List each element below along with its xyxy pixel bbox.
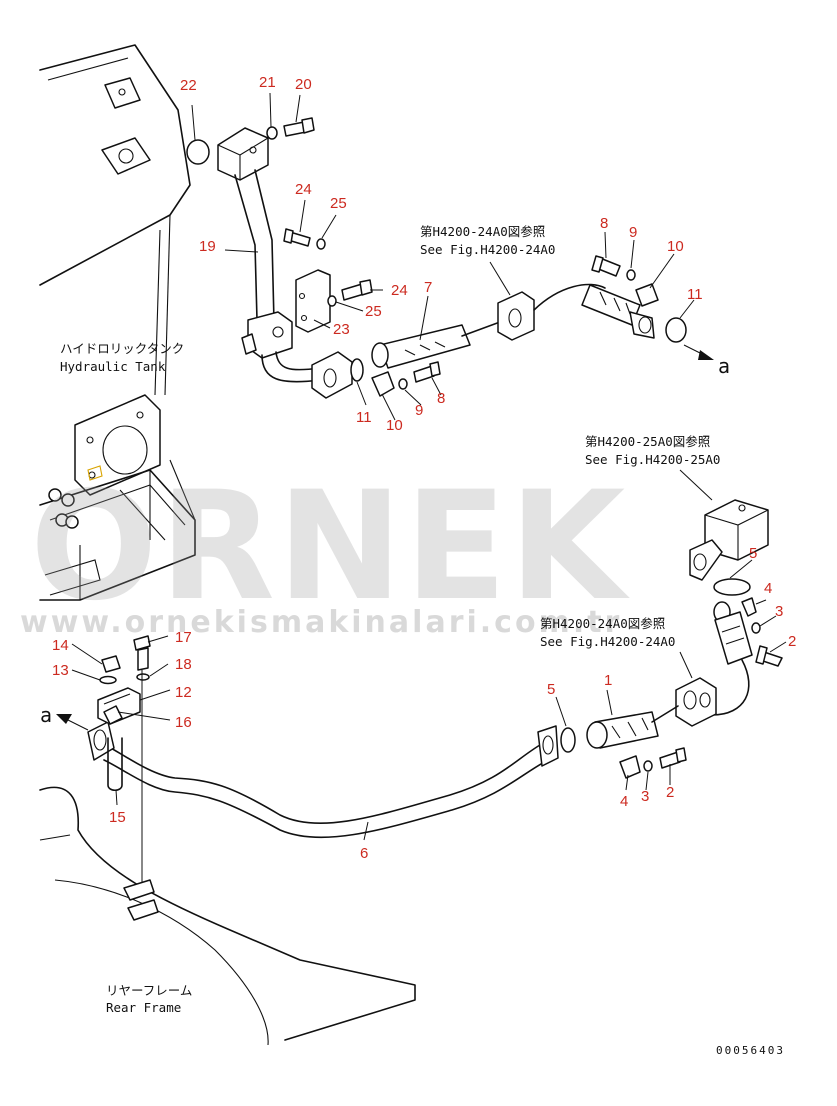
- ref-valve-block: [689, 499, 769, 581]
- washer-3-lower: [643, 760, 653, 772]
- half-clamp-4-lower: [619, 755, 641, 779]
- tube-6: [87, 721, 559, 839]
- bolt-24-lower: [341, 279, 373, 301]
- watermark-brand: ORNEK: [30, 460, 630, 634]
- part-number-25-upper: 25: [330, 195, 347, 212]
- part-number-11-lower: 11: [356, 409, 372, 426]
- hydraulic-tank: [39, 44, 196, 601]
- part-number-3-right: 3: [775, 603, 783, 620]
- hose-7: [371, 321, 501, 369]
- part-number-22: 22: [180, 77, 197, 94]
- tube-19-assembly: [217, 127, 353, 399]
- part-number-7: 7: [424, 279, 432, 296]
- part-number-8-lower: 8: [437, 390, 445, 407]
- ref-right-label-jp: 第H4200-25A0図参照: [585, 434, 710, 449]
- part-number-10-upper: 10: [667, 238, 684, 255]
- part-number-10-lower: 10: [386, 417, 403, 434]
- drawing-code: 00056403: [716, 1044, 785, 1057]
- ref-mid-label-jp: 第H4200-24A0図参照: [540, 616, 665, 631]
- part-number-15: 15: [109, 809, 126, 826]
- part-number-9-lower: 9: [415, 402, 423, 419]
- part-number-13: 13: [52, 662, 69, 679]
- bolt-2-lower: [659, 747, 687, 769]
- half-clamp-4-right: [741, 597, 757, 617]
- clamp-bracket-12: [97, 687, 141, 725]
- part-number-5-lower: 5: [547, 681, 555, 698]
- ref-clamp-upper: [497, 283, 606, 341]
- arrow-a-right: [683, 344, 714, 360]
- bolt-17: [133, 635, 151, 671]
- part-number-17: 17: [175, 629, 192, 646]
- ref-top-label-jp: 第H4200-24A0図参照: [420, 224, 545, 239]
- part-number-4-lower: 4: [620, 793, 628, 810]
- bolt-20: [283, 117, 315, 137]
- rear-frame-label-jp: リヤーフレーム: [106, 983, 192, 998]
- o-ring-5-lower: [560, 727, 576, 753]
- o-ring-11-upper: [665, 317, 687, 343]
- washer-25-lower: [327, 295, 337, 307]
- hose-right-vertical: [711, 601, 753, 716]
- ref-top-label-en: See Fig.H4200-24A0: [420, 242, 555, 257]
- part-number-2-right: 2: [788, 633, 796, 650]
- ref-right-label-en: See Fig.H4200-25A0: [585, 452, 720, 467]
- part-number-8-upper: 8: [600, 215, 608, 232]
- part-number-23: 23: [333, 321, 350, 338]
- nut-14: [101, 655, 121, 673]
- part-number-24-upper: 24: [295, 181, 312, 198]
- hose-1: [586, 705, 679, 749]
- leader-lines: [71, 92, 787, 841]
- part-number-20: 20: [295, 76, 312, 93]
- watermark-url: www.ornekismakinalari.com.tr: [20, 605, 622, 640]
- half-clamp-10-lower: [371, 371, 395, 397]
- part-number-11-upper: 11: [687, 286, 703, 303]
- washer-25-upper: [316, 238, 326, 250]
- o-ring-22: [186, 139, 210, 165]
- washer-3-right: [751, 622, 761, 634]
- part-numbers: 22 21 20 24 25 19 24 25 23 7 8 9 10 11 1…: [52, 74, 796, 862]
- frame-pad-lower: [127, 899, 159, 921]
- rear-frame-label-en: Rear Frame: [106, 1000, 181, 1015]
- bolt-8-lower: [413, 361, 441, 383]
- ref-clamp-lower: [675, 677, 717, 727]
- bolt-24-upper: [283, 228, 311, 247]
- part-number-19: 19: [199, 238, 216, 255]
- o-ring-5-right: [713, 578, 751, 596]
- part-number-9-upper: 9: [629, 224, 637, 241]
- arrow-a-left-label: a: [40, 703, 52, 727]
- arrow-a-left: [56, 714, 89, 731]
- ref-mid-label-en: See Fig.H4200-24A0: [540, 634, 675, 649]
- washer-9-upper: [626, 269, 636, 281]
- rear-frame: [39, 786, 416, 1046]
- part-number-2-lower: 2: [666, 784, 674, 801]
- o-ring-11-lower: [350, 358, 364, 382]
- washer-18: [136, 673, 150, 681]
- bolt-8-upper: [591, 255, 621, 277]
- hose-upper-right: [581, 284, 655, 339]
- part-number-6: 6: [360, 845, 368, 862]
- washer-21: [266, 126, 278, 140]
- hydraulic-tank-label-jp: ハイドロリックタンク: [60, 341, 184, 356]
- part-number-1: 1: [604, 672, 612, 689]
- half-clamp-10-upper: [635, 283, 659, 307]
- part-number-5-right: 5: [749, 545, 757, 562]
- part-number-4-right: 4: [764, 580, 772, 597]
- hydraulic-tank-label-en: Hydraulic Tank: [60, 359, 166, 374]
- part-number-21: 21: [259, 74, 276, 91]
- frame-pad-upper: [123, 879, 155, 901]
- part-number-24-lower: 24: [391, 282, 408, 299]
- part-number-16: 16: [175, 714, 192, 731]
- part-number-14: 14: [52, 637, 69, 654]
- bolt-2-right: [755, 645, 783, 667]
- arrow-a-right-label: a: [718, 354, 730, 378]
- washer-13: [99, 675, 117, 685]
- part-number-18: 18: [175, 656, 192, 673]
- washer-9-lower: [398, 378, 408, 390]
- u-bolt-15: [107, 737, 123, 792]
- part-number-12: 12: [175, 684, 192, 701]
- part-number-3-lower: 3: [641, 788, 649, 805]
- part-number-25-lower: 25: [365, 303, 382, 320]
